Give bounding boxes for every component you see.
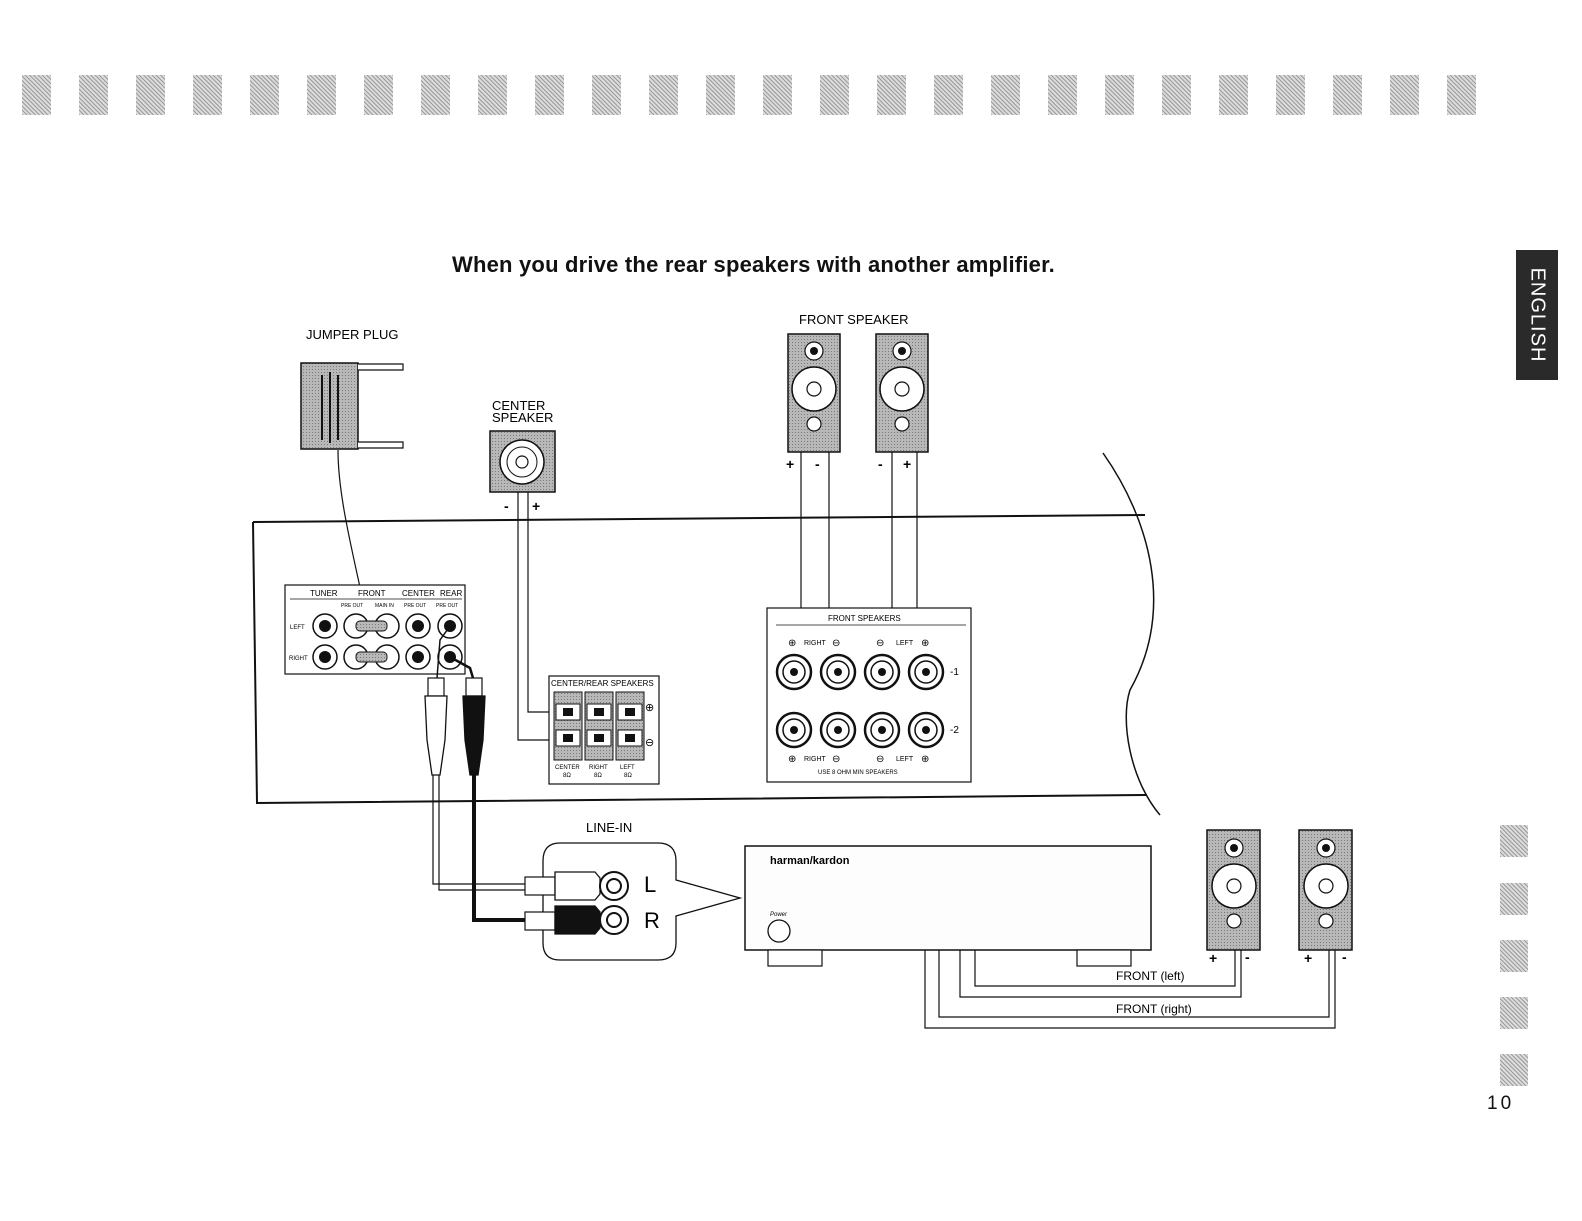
front-speaker-right-minus: - <box>815 456 820 472</box>
external-speaker-left: + - <box>1206 829 1261 966</box>
front-panel-right-plus: ⊕ <box>788 638 796 649</box>
receiver-rear-panel <box>252 452 1161 816</box>
center-speaker-label-line1: CENTER <box>492 398 545 413</box>
front-panel-bottom-left-plus: ⊕ <box>921 754 929 765</box>
front-left-label: FRONT (left) <box>1116 969 1184 983</box>
front-panel-bottom-right-label: RIGHT <box>804 756 827 763</box>
front-panel-left-plus: ⊕ <box>921 638 929 649</box>
power-button[interactable] <box>767 919 791 943</box>
rca-front-mainin-label: MAIN IN <box>375 603 394 609</box>
center-rear-left-label: LEFT <box>620 765 635 771</box>
decorative-block <box>1500 825 1528 857</box>
rca-input-panel: TUNER FRONT CENTER REAR PRE OUT MAIN IN … <box>284 584 466 675</box>
front-panel-right-minus: ⊖ <box>832 638 840 649</box>
line-in-l-label: L <box>644 872 656 897</box>
external-amplifier: harman/kardon Power FRONT (left) FRONT (… <box>744 845 1336 1029</box>
center-rear-left-ohm: 8Ω <box>624 773 632 779</box>
rca-front-preout-label: PRE OUT <box>341 603 363 609</box>
rca-rear-label: REAR <box>440 589 462 598</box>
center-rear-center-label: CENTER <box>555 765 580 771</box>
external-speaker-right: + - <box>1298 829 1353 966</box>
front-panel-title: FRONT SPEAKERS <box>828 614 901 623</box>
amplifier-power-label: Power <box>770 912 788 918</box>
center-speaker-label-line2: SPEAKER <box>492 410 553 425</box>
front-panel-bottom-right-minus: ⊖ <box>832 754 840 765</box>
front-panel-bottom-left-label: LEFT <box>896 756 914 763</box>
jumper-plug: JUMPER PLUG <box>300 327 404 626</box>
front-panel-left-label: LEFT <box>896 640 914 647</box>
rca-front-label: FRONT <box>358 589 386 598</box>
rca-center-label: CENTER <box>402 589 435 598</box>
line-in-callout: LINE-IN L R <box>524 820 743 961</box>
center-rear-right-ohm: 8Ω <box>594 773 602 779</box>
rca-left-label: LEFT <box>290 625 305 631</box>
center-speaker-minus: - <box>504 498 509 514</box>
amplifier-brand-logo: harman/kardon <box>770 855 850 867</box>
line-in-label: LINE-IN <box>586 820 632 835</box>
rca-tuner-label: TUNER <box>310 589 338 598</box>
language-tab[interactable]: ENGLISH <box>1516 250 1558 380</box>
front-speaker-left-plus: + <box>903 456 911 472</box>
front-speaker-left-minus: - <box>878 456 883 472</box>
front-panel-bottom-left-minus: ⊖ <box>876 754 884 765</box>
rca-cables <box>424 625 525 922</box>
front-panel-right-label: RIGHT <box>804 640 827 647</box>
front-speakers-panel: FRONT SPEAKERS ⊕ RIGHT ⊖ ⊖ LEFT ⊕ -1 -2 … <box>766 607 972 783</box>
front-speakers: FRONT SPEAKER + - - + <box>786 312 929 672</box>
rca-rear-preout-label: PRE OUT <box>436 603 458 609</box>
page-number: 10 <box>1487 1093 1515 1114</box>
rca-right-label: RIGHT <box>289 656 308 662</box>
front-right-label: FRONT (right) <box>1116 1002 1192 1016</box>
center-speaker-plus: + <box>532 498 540 514</box>
center-rear-minus-symbol: ⊖ <box>645 737 654 749</box>
external-speaker-left-plus: + <box>1209 950 1217 966</box>
center-rear-panel-title: CENTER/REAR SPEAKERS <box>551 679 654 688</box>
front-speaker-right: + - <box>786 333 841 472</box>
decorative-block-row <box>22 70 1492 120</box>
decorative-block <box>1500 997 1528 1029</box>
front-panel-bottom-right-plus: ⊕ <box>788 754 796 765</box>
line-in-r-label: R <box>644 908 660 933</box>
center-rear-speakers-panel: CENTER/REAR SPEAKERS ⊕ ⊖ CENTER RIGHT LE… <box>548 675 660 785</box>
jumper-plug-label: JUMPER PLUG <box>306 327 398 342</box>
center-rear-right-label: RIGHT <box>589 765 608 771</box>
front-panel-left-minus: ⊖ <box>876 638 884 649</box>
page-heading: When you drive the rear speakers with an… <box>452 252 1055 277</box>
front-panel-row1-label: -1 <box>950 667 959 678</box>
external-speaker-right-plus: + <box>1304 950 1312 966</box>
decorative-block <box>1500 940 1528 972</box>
external-speaker-left-minus: - <box>1245 949 1250 965</box>
center-rear-center-ohm: 8Ω <box>563 773 571 779</box>
decorative-block <box>1500 1054 1528 1086</box>
decorative-block <box>1500 883 1528 915</box>
center-speaker: CENTER SPEAKER - + <box>489 398 556 741</box>
center-rear-plus-symbol: ⊕ <box>645 702 654 714</box>
front-speaker-label: FRONT SPEAKER <box>799 312 909 327</box>
front-panel-note: USE 8 OHM MIN SPEAKERS <box>818 770 898 776</box>
front-panel-row2-label: -2 <box>950 725 959 736</box>
front-speaker-right-plus: + <box>786 456 794 472</box>
external-speaker-right-minus: - <box>1342 949 1347 965</box>
rca-center-preout-label: PRE OUT <box>404 603 426 609</box>
external-amp-speakers: + - + - <box>1206 829 1353 966</box>
front-speaker-left: - + <box>875 333 929 472</box>
